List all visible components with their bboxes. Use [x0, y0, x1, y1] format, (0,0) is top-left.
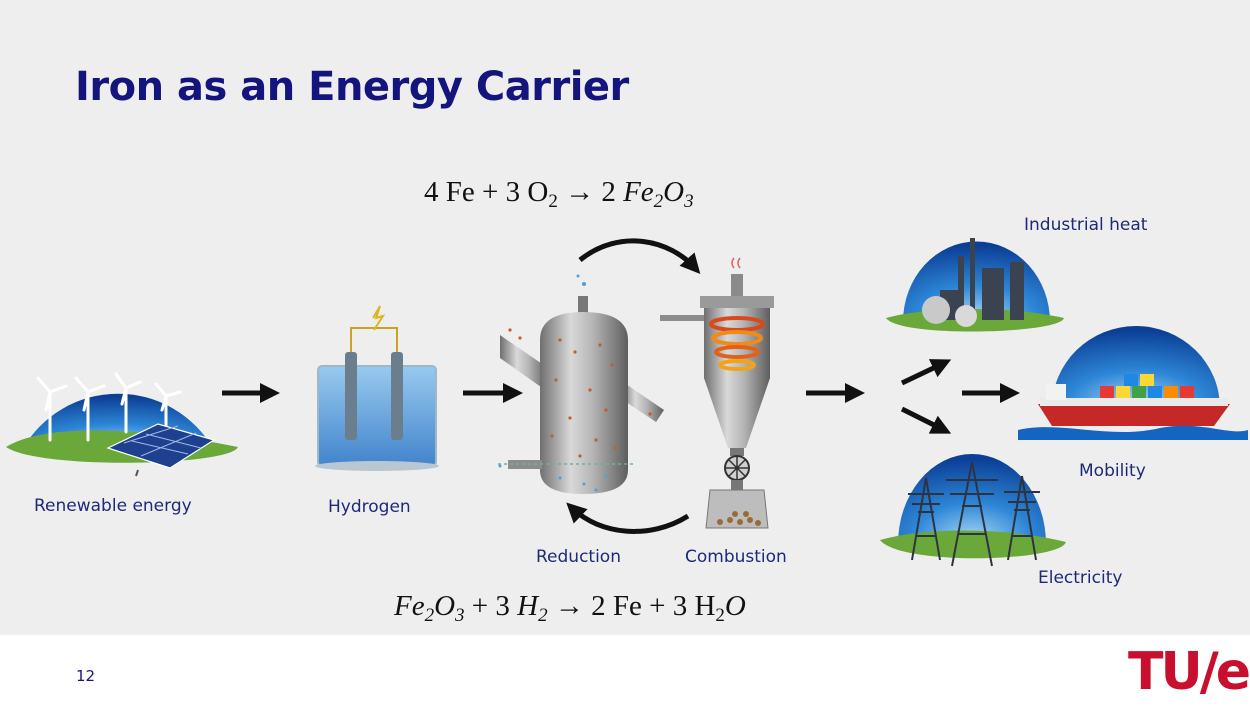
flow-arrow	[222, 359, 1020, 434]
renewable-energy-scene	[6, 372, 238, 477]
reduction-label: Reduction	[536, 547, 621, 567]
combustion-equation: 4 Fe + 3 O2 → 2 Fe2O3	[424, 176, 694, 212]
slide-title: Iron as an Energy Carrier	[75, 64, 629, 110]
combustion-label: Combustion	[685, 547, 787, 567]
page-number: 12	[76, 667, 96, 685]
electrolyzer-icon	[315, 305, 439, 471]
solar-panel-icon	[106, 423, 216, 477]
reduction-equation: Fe2O3 + 3 H2 → 2 Fe + 3 H2O	[394, 590, 746, 626]
hydrogen-label: Hydrogen	[328, 497, 411, 517]
tue-logo: TU/e	[1128, 642, 1250, 702]
wind-turbine-icon	[36, 372, 182, 442]
industrial-heat-label: Industrial heat	[1024, 215, 1148, 235]
renewable-energy-label: Renewable energy	[34, 496, 192, 516]
electricity-scene	[880, 454, 1066, 567]
electricity-label: Electricity	[1038, 568, 1123, 588]
cargo-ship-icon	[1038, 374, 1230, 426]
cycle-arrow	[566, 238, 701, 534]
industrial-heat-scene	[886, 238, 1064, 332]
mobility-label: Mobility	[1079, 461, 1146, 481]
combustion-cyclone-icon	[660, 257, 774, 529]
reduction-reactor-icon	[498, 274, 664, 494]
mobility-scene	[1018, 326, 1248, 440]
power-pylon-icon	[908, 461, 1040, 567]
factory-icon	[922, 238, 1024, 327]
